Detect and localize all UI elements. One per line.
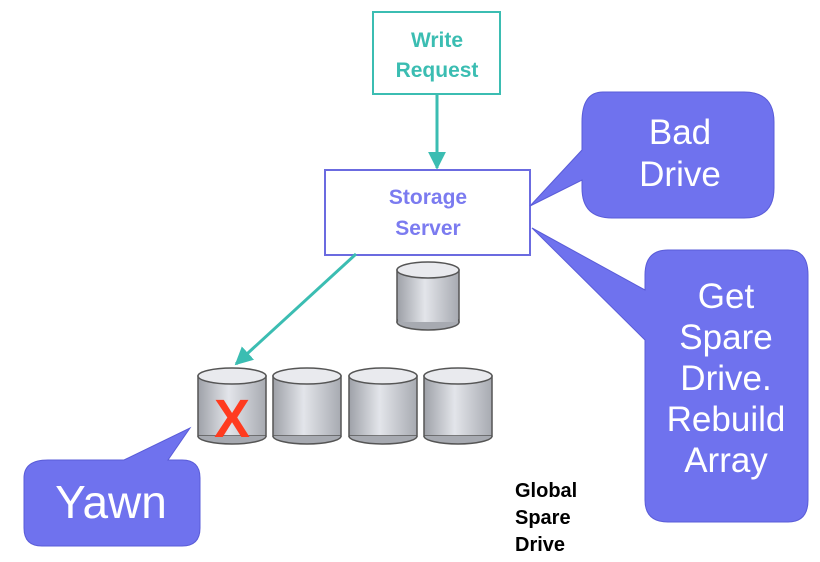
get-spare-line1: Get — [698, 277, 755, 316]
drive-icon — [272, 367, 342, 445]
global-spare-line1: Global — [515, 480, 577, 502]
write-to-drive-arrow — [234, 252, 358, 366]
get-spare-line5: Array — [684, 441, 768, 480]
global-spare-drive-icon — [396, 261, 460, 331]
get-spare-line3: Drive. — [680, 359, 771, 398]
get-spare-line4: Rebuild — [667, 400, 786, 439]
bad-drive-line1: Bad — [649, 113, 711, 152]
write-request-line1: Write — [411, 29, 463, 52]
failed-drive-x-mark: X — [214, 389, 250, 449]
yawn-text: Yawn — [55, 476, 167, 528]
storage-server-box: Storage Server — [324, 169, 531, 256]
yawn-callout: Yawn — [23, 426, 201, 547]
storage-server-line1: Storage — [389, 186, 467, 209]
global-spare-label: Global Spare Drive — [515, 480, 577, 556]
global-spare-line2: Spare — [515, 507, 571, 529]
bad-drive-callout: Bad Drive — [529, 91, 775, 219]
get-spare-callout: Get Spare Drive. Rebuild Array — [531, 227, 809, 523]
failed-drive-icon: X — [197, 367, 267, 449]
bad-drive-line2: Drive — [639, 155, 721, 194]
global-spare-line3: Drive — [515, 534, 565, 556]
get-spare-line2: Spare — [679, 318, 772, 357]
drive-icon — [348, 367, 418, 445]
storage-server-line2: Server — [395, 217, 460, 240]
write-request-box: Write Request — [372, 11, 501, 95]
write-request-line2: Request — [396, 59, 479, 82]
drive-icon — [423, 367, 493, 445]
